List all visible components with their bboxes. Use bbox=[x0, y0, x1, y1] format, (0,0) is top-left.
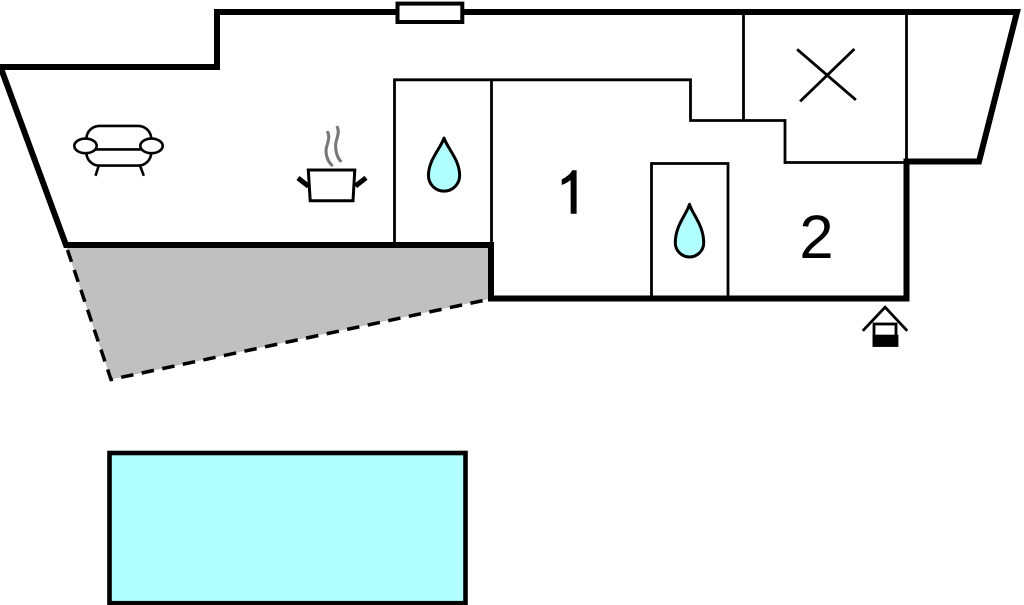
svg-text:2: 2 bbox=[799, 203, 833, 272]
